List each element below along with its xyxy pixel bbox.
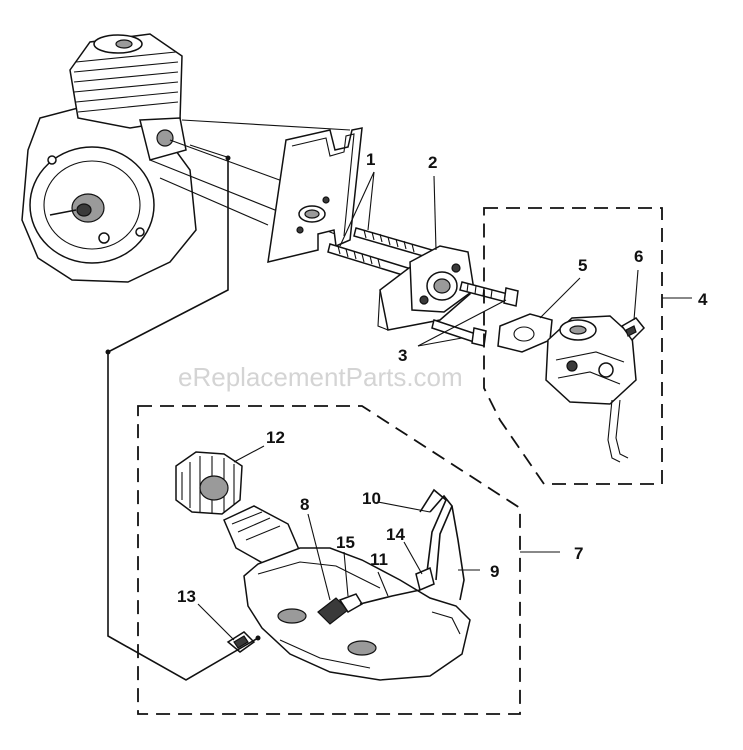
callout-8: 8 — [300, 495, 309, 514]
gasket-plate — [267, 127, 363, 263]
callout-labels: 1 2 3 4 5 6 7 8 9 10 11 12 13 14 15 — [177, 150, 708, 606]
vent-clip — [226, 631, 256, 653]
callout-12: 12 — [266, 428, 285, 447]
carb-gasket — [497, 313, 553, 353]
carburetor — [545, 315, 637, 463]
callout-4: 4 — [698, 290, 708, 309]
callout-14: 14 — [386, 525, 405, 544]
callout-7: 7 — [574, 544, 583, 563]
grommet — [415, 566, 435, 592]
callout-2: 2 — [428, 153, 437, 172]
callout-9: 9 — [490, 562, 499, 581]
engine-block — [21, 33, 197, 283]
insulator-block — [377, 245, 475, 331]
leader-lines — [105, 155, 692, 681]
callout-5: 5 — [578, 256, 587, 275]
callout-15: 15 — [336, 533, 355, 552]
callout-10: 10 — [362, 489, 381, 508]
callout-6: 6 — [634, 247, 643, 266]
fuel-filter — [317, 593, 364, 625]
callout-11: 11 — [370, 550, 388, 569]
callout-3: 3 — [398, 346, 407, 365]
callout-1: 1 — [366, 150, 375, 169]
throttle-clip — [620, 317, 646, 342]
fuel-cap — [175, 451, 243, 515]
stud-bolts — [327, 227, 433, 277]
fuel-tank — [243, 547, 471, 681]
callout-13: 13 — [177, 587, 196, 606]
carb-assembly-box — [483, 207, 663, 485]
fuel-tank-box — [137, 405, 521, 715]
fuel-lines — [359, 488, 465, 605]
watermark: eReplacementParts.com — [178, 362, 463, 392]
